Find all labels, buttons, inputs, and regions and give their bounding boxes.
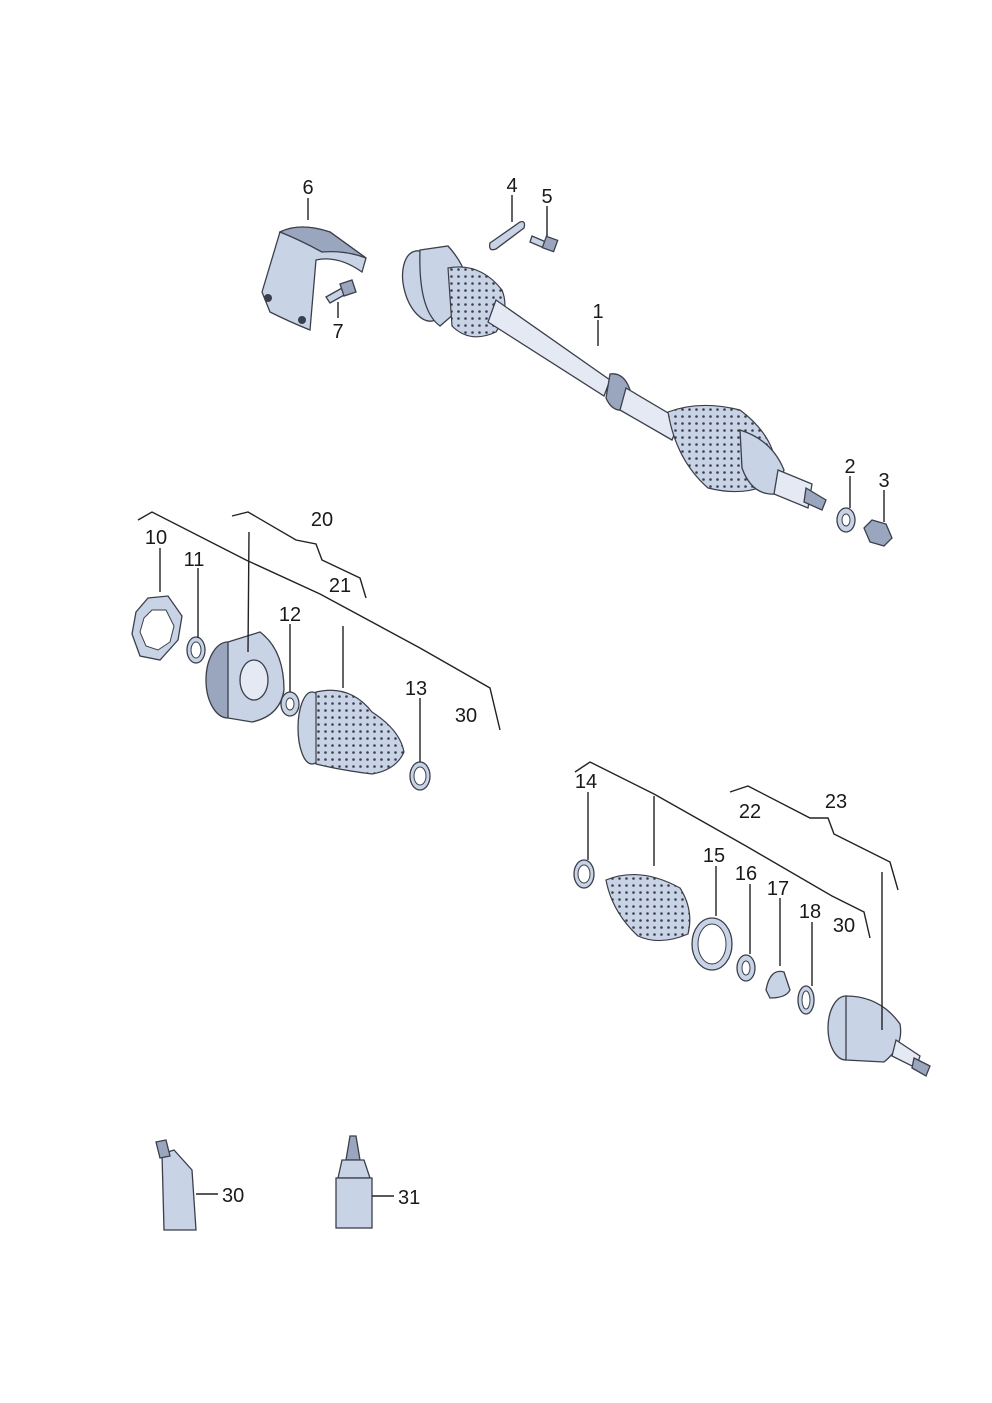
- bracket-group-30-lower: [574, 761, 871, 939]
- callout-13: 13: [405, 678, 427, 700]
- circlip-18-part: [797, 985, 815, 1015]
- boot-22-part: [605, 874, 691, 942]
- callout-4: 4: [506, 175, 517, 197]
- bolt-7-part: [325, 279, 357, 304]
- nut-3-part: [863, 519, 893, 547]
- callout-labels: 6 7 4 5 1 2 3 20 10 11 21 12 13 30 14 23…: [145, 175, 890, 1209]
- callout-11: 11: [184, 549, 205, 571]
- bolt-5-part: [529, 235, 559, 253]
- circlip-11-part: [186, 636, 206, 664]
- callout-14: 14: [575, 771, 597, 793]
- callout-1: 1: [592, 301, 603, 323]
- callout-21: 21: [329, 575, 351, 597]
- locking-plate-4-part: [488, 220, 526, 251]
- callout-3: 3: [878, 470, 889, 492]
- callout-18: 18: [799, 901, 821, 923]
- callout-30-lower: 30: [833, 915, 855, 937]
- boot-21-part: [297, 689, 405, 775]
- washer-2-part: [836, 507, 856, 533]
- callout-31: 31: [398, 1187, 420, 1209]
- callout-23: 23: [825, 791, 847, 813]
- bracket-group-30-upper: [137, 511, 501, 731]
- callout-15: 15: [703, 845, 725, 867]
- callout-17: 17: [767, 878, 789, 900]
- grease-tube-30-part: [155, 1139, 197, 1231]
- leader-lines: [159, 195, 885, 1197]
- heat-shield-part: [261, 226, 367, 331]
- callout-30-upper: 30: [455, 705, 477, 727]
- bracket-group-23: [729, 785, 899, 1030]
- clamp-15-part: [691, 917, 733, 971]
- callout-2: 2: [844, 456, 855, 478]
- gasket-10-part: [131, 595, 183, 661]
- sealant-bottle-31-part: [335, 1135, 373, 1229]
- callout-22: 22: [739, 801, 761, 823]
- clamp-13-part: [409, 761, 431, 791]
- thrust-washer-17-part: [765, 970, 791, 999]
- clamp-14-part: [573, 859, 595, 889]
- bracket-group-20: [231, 511, 367, 599]
- washer-16-part: [736, 954, 756, 982]
- callout-6: 6: [302, 177, 313, 199]
- drive-shaft-part: [401, 245, 827, 511]
- callout-5: 5: [541, 186, 552, 208]
- callout-12: 12: [279, 604, 301, 626]
- cv-joint-inner-part: [205, 631, 285, 723]
- callout-20: 20: [311, 509, 333, 531]
- washer-12-part: [280, 691, 300, 717]
- cv-joint-outer-part: [827, 995, 931, 1077]
- callout-16: 16: [735, 863, 757, 885]
- callout-10: 10: [145, 527, 167, 549]
- callout-30-grease: 30: [222, 1185, 244, 1207]
- callout-7: 7: [332, 321, 343, 343]
